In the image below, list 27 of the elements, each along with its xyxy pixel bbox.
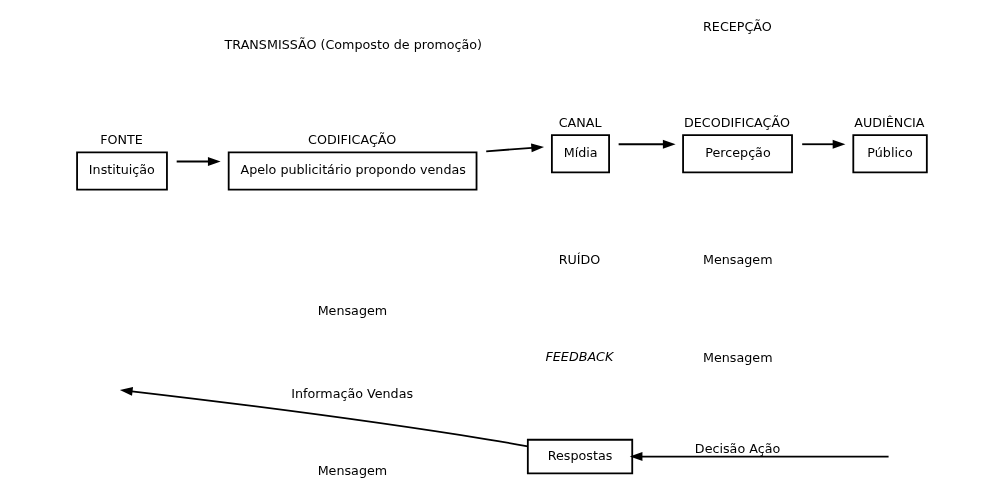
node-box: Instituição (76, 151, 168, 191)
node-label: DECODIFICAÇÃO (683, 115, 790, 131)
label: RECEPÇÃO (703, 19, 772, 35)
node-label: AUDIÊNCIA (854, 115, 925, 131)
arrow (119, 387, 529, 448)
arrow (485, 143, 545, 153)
label: FEEDBACK (545, 348, 614, 364)
edge-label: Decisão Ação (694, 441, 781, 457)
arrow (617, 139, 676, 149)
label: Mensagem (703, 251, 773, 267)
node-label: CANAL (558, 115, 602, 131)
label: Mensagem (703, 349, 773, 365)
label: RUÍDO (558, 251, 601, 267)
node-box: Mídia (551, 134, 610, 174)
edge-label: Informação Vendas (291, 385, 414, 401)
node-label: FONTE (100, 132, 143, 148)
arrow (175, 157, 221, 166)
node-label: CODIFICAÇÃO (308, 132, 397, 148)
node-box: Percepção (682, 134, 793, 174)
node-box: Respostas (526, 438, 634, 475)
arrow (629, 452, 890, 461)
label: Mensagem (317, 463, 388, 479)
label: Mensagem (317, 302, 388, 318)
node-box: Apelo publicitário propondo vendas (227, 151, 478, 191)
arrow (801, 139, 846, 149)
node-box: Público (852, 134, 928, 174)
label: TRANSMISSÃO (Composto de promoção) (224, 36, 483, 52)
